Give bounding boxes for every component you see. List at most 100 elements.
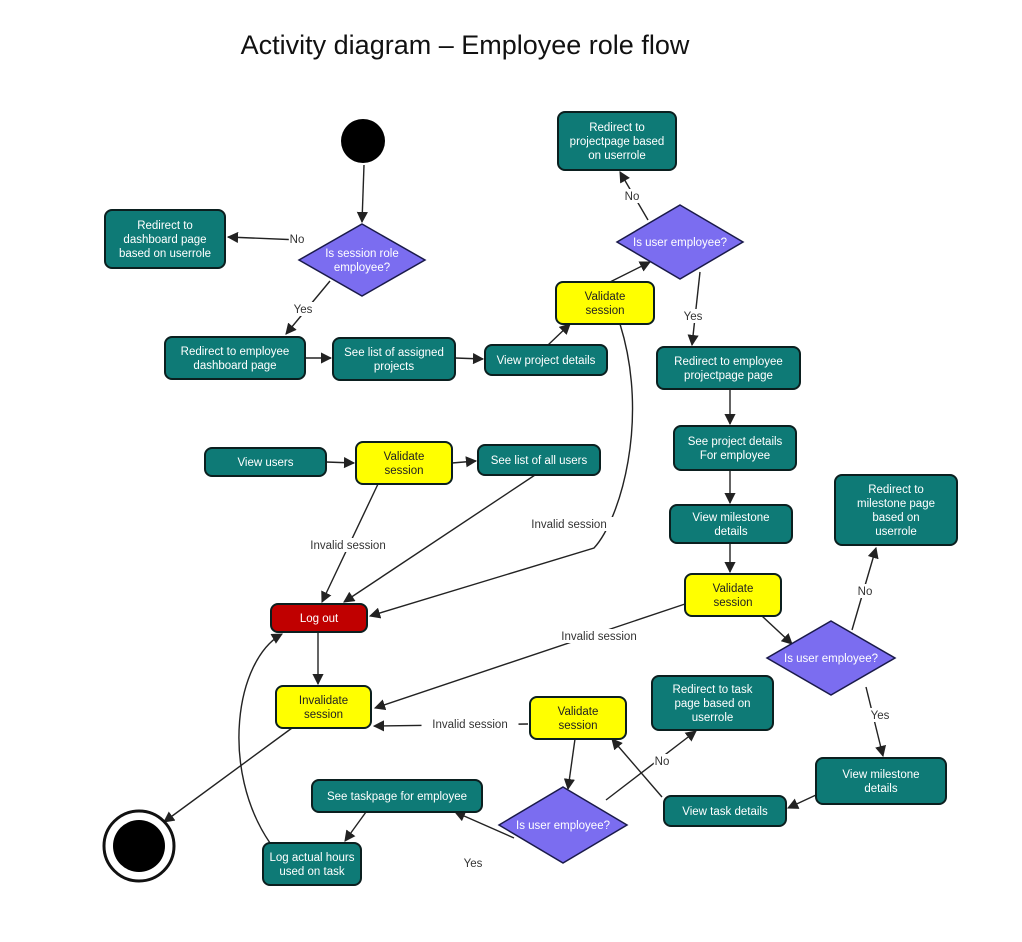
decision-diamond [497,786,629,864]
node-dec-task: Is user employee? [497,786,629,864]
node-view-milestone2: View milestone details [815,757,947,805]
node-label: Invalidate [299,695,348,707]
decision-diamond [765,620,897,696]
node-label: Redirect to employee [181,346,290,358]
node-label: See project details [688,436,783,448]
node-label: session [385,465,424,477]
node-logout: Log out [270,603,368,633]
label-session-no: No [290,234,305,246]
edge-session-no [226,231,301,244]
node-label: View milestone [842,769,919,781]
node-dec-milestone: Is user employee? [765,620,897,696]
label-invalid-validate1: Invalid session [531,519,606,531]
node-label: details [714,526,747,538]
node-label: View milestone [692,512,769,524]
label-task-yes: Yes [464,858,483,870]
edge-validate2-to-all-users [451,456,478,468]
edge-taskpage-to-log-hours [344,811,367,842]
node-box [477,444,601,476]
edge-start-to-session-decision [356,164,368,224]
edge-validate3-invalid-to-invalidate [373,603,686,711]
node-label: Redirect to employee [674,356,783,368]
final-node-core [113,820,165,872]
node-label: session [559,720,598,732]
decision-diamond [297,223,427,297]
node-box [104,209,226,269]
node-label: View task details [682,806,768,818]
node-box [332,337,456,381]
edge-project-yes [687,271,701,347]
final-node [102,809,176,883]
node-all-users: See list of all users [477,444,601,476]
edge-project-details-to-validate1 [547,323,571,346]
node-box [270,603,368,633]
node-label: Is user employee? [633,237,727,249]
label-background [461,856,485,870]
label-task-no: No [655,756,670,768]
node-redirect-emp-dash: Redirect to employee dashboard page [164,336,306,380]
node-label: Redirect to [868,484,924,496]
node-view-users: View users [204,447,327,477]
label-project-yes: Yes [684,311,703,323]
label-background [421,717,519,731]
label-session-yes: Yes [294,304,313,316]
node-label: projectpage page [684,370,773,382]
node-box [311,779,483,813]
edge-task-no [605,730,697,801]
node-label: employee? [334,262,390,274]
node-label: page based on [674,698,750,710]
node-box [555,281,655,325]
label-invalid-validate2: Invalid session [310,540,385,552]
node-label: See list of all users [491,455,588,467]
node-label: userrole [875,526,917,538]
node-invalidate: Invalidate session [275,685,372,729]
node-box [815,757,947,805]
node-label: on userrole [588,150,646,162]
node-project-details: View project details [484,344,608,376]
label-background [520,517,618,531]
node-label: details [864,783,897,795]
edge-validate1-to-project-decision [609,261,652,283]
node-box [656,346,801,390]
node-label: session [304,709,343,721]
node-label: Is user employee? [516,820,610,832]
node-label: session [714,597,753,609]
label-background [291,302,315,316]
node-label: For employee [700,450,770,462]
node-label: used on task [279,866,344,878]
label-background [856,584,874,598]
edge-validate1-invalid-to-logout [368,323,634,619]
node-box [529,696,627,740]
edge-task-yes [453,810,515,839]
label-background [681,309,705,323]
diagram-title: Activity diagram – Employee role flow [240,30,690,60]
label-invalid-validate3: Invalid session [561,631,636,643]
node-label: See taskpage for employee [327,791,467,803]
edge-all-users-to-logout [343,474,536,603]
edge-invalidate-to-end [163,727,293,823]
label-background [299,538,397,552]
node-label: userrole [692,712,734,724]
label-milestone-yes: Yes [871,710,890,722]
node-box [262,842,362,886]
edge-view-users-to-validate2 [325,457,356,469]
node-label: based on [872,512,919,524]
node-label: dashboard page [193,360,276,372]
node-label: Redirect to [589,122,645,134]
label-background [288,232,306,246]
node-box [651,675,774,731]
label-background [550,629,648,643]
node-label: See list of assigned [344,347,444,359]
node-box [663,795,787,827]
